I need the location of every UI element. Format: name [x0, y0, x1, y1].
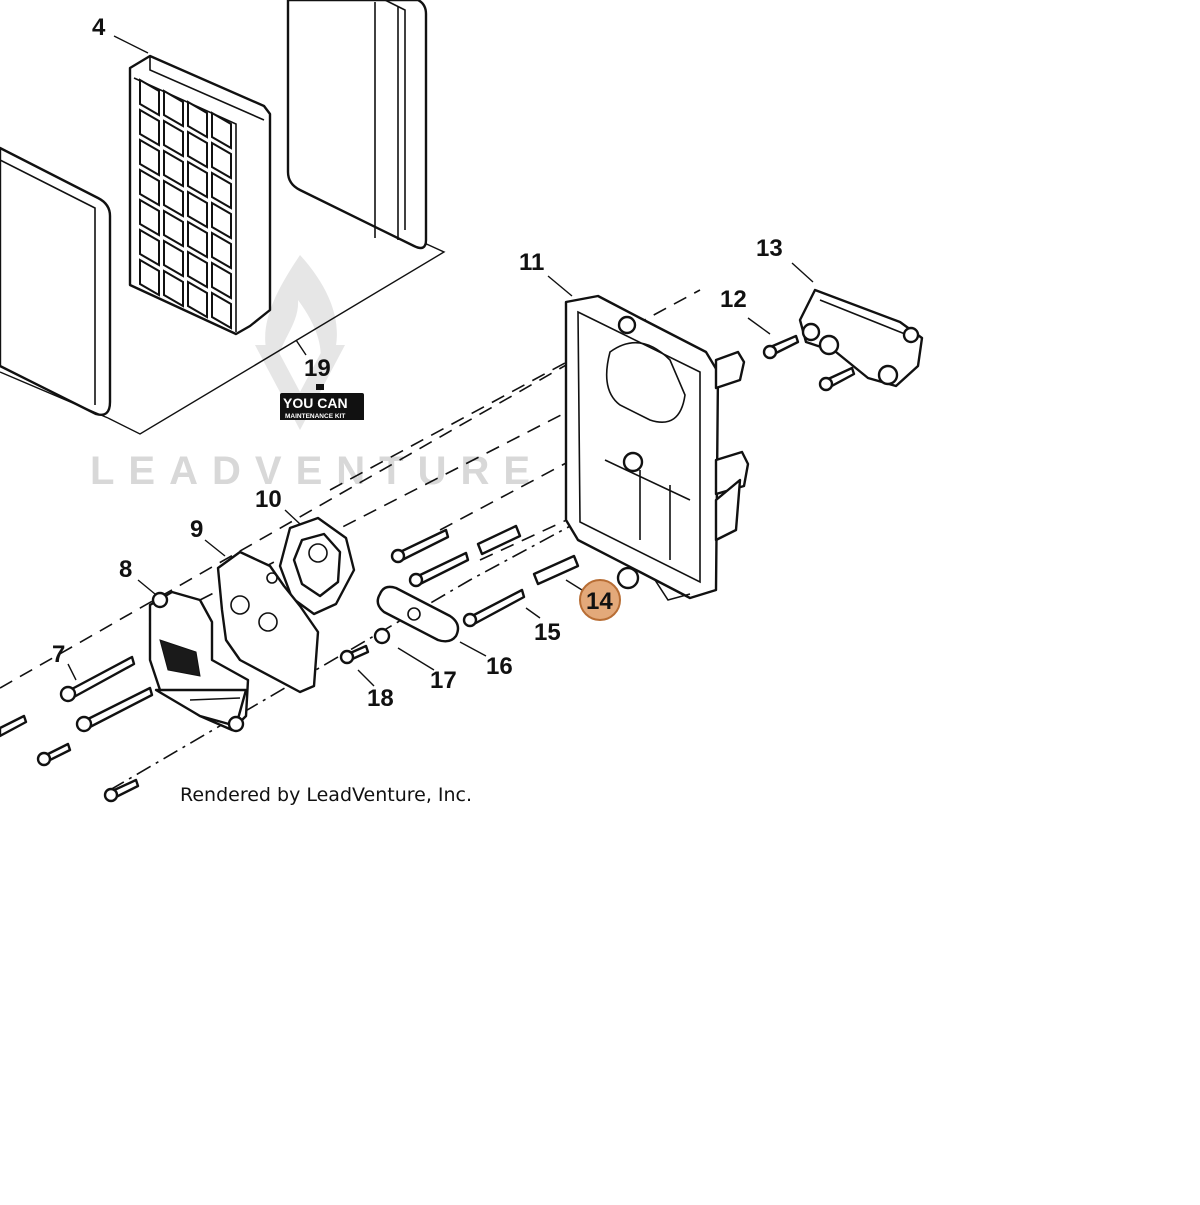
- callout-15: 15: [534, 619, 561, 646]
- filter-grid-cell: [187, 160, 208, 199]
- callout-16: 16: [486, 653, 513, 680]
- filter-grid-cell: [211, 201, 232, 240]
- filter-grid-cell: [211, 231, 232, 270]
- filter-grid-cell: [139, 138, 160, 177]
- screw-part-18: [339, 644, 370, 665]
- filter-grid-cell: [211, 291, 232, 330]
- filter-grid-cell: [163, 119, 184, 158]
- callout-17: 17: [430, 667, 457, 694]
- filter-assembly: [0, 0, 446, 435]
- callout-8: 8: [119, 556, 132, 583]
- gasket-part-9: [216, 550, 320, 694]
- filter-grid-cell: [211, 111, 232, 150]
- callout-9: 9: [190, 516, 203, 543]
- callout-4: 4: [92, 14, 106, 41]
- chevron-watermark-icon: [255, 345, 345, 430]
- long-bolts-part-7: [59, 655, 154, 733]
- kit-line-1: YOU CAN: [283, 395, 348, 411]
- filter-grid-cell: [163, 239, 184, 278]
- watermark-brand: LEADVENTURE: [90, 449, 544, 493]
- watermark: LEADVENTURE: [90, 255, 544, 493]
- bolts-part-15: [390, 528, 526, 628]
- filter-grid-cell: [139, 228, 160, 267]
- filter-grid-cell: [163, 89, 184, 128]
- callout-11: 11: [519, 249, 544, 276]
- filter-grid-cell: [139, 198, 160, 237]
- main-housing-part-11: [564, 294, 750, 601]
- paper-element: [286, 0, 428, 250]
- wrench-icon: [316, 384, 324, 390]
- filter-grid-cell: [163, 179, 184, 218]
- spacer-plate-part-16: [376, 585, 460, 643]
- filter-grid-cell: [187, 100, 208, 139]
- filter-grid-cell: [139, 168, 160, 207]
- filter-grid-cell: [211, 141, 232, 180]
- callout-7: 7: [52, 641, 65, 668]
- filter-grid-cell: [187, 280, 208, 319]
- callout-12: 12: [720, 286, 747, 313]
- callout-19: 19: [304, 355, 331, 382]
- highlighted-callout-14[interactable]: 14: [579, 579, 621, 621]
- filter-grid-cell: [163, 209, 184, 248]
- flame-watermark-icon: [265, 255, 337, 390]
- intake-elbow-part-13: [798, 288, 924, 388]
- filter-grid-cell: [187, 190, 208, 229]
- grid-housing-part-4: [128, 54, 272, 336]
- filter-grid-cell: [211, 261, 232, 300]
- sleeves-part-14: [476, 524, 580, 586]
- filter-grid-cell: [187, 250, 208, 289]
- leader-lines: [67, 35, 814, 687]
- callout-labels: 4 7 8 9 10 11 12 13 15 16 17 18 19: [52, 14, 783, 712]
- callout-18: 18: [367, 685, 394, 712]
- highlight-label: 14: [586, 588, 613, 615]
- gasket-part-10: [278, 516, 356, 616]
- short-screws-lower-left: [0, 714, 140, 803]
- render-credit: Rendered by LeadVenture, Inc.: [180, 784, 472, 806]
- callout-13: 13: [756, 235, 783, 262]
- screws-part-12: [762, 334, 856, 392]
- filter-grid: [139, 78, 232, 330]
- filter-grid-cell: [139, 78, 160, 117]
- kit-line-2: MAINTENANCE KIT: [285, 413, 345, 420]
- carburetor-part-8: [148, 590, 250, 733]
- callout-10: 10: [255, 486, 282, 513]
- maintenance-kit-badge: YOU CAN MAINTENANCE KIT: [280, 384, 364, 420]
- washer-part-17: [373, 627, 391, 645]
- filter-grid-cell: [187, 220, 208, 259]
- filter-grid-cell: [139, 258, 160, 297]
- filter-grid-cell: [163, 149, 184, 188]
- filter-grid-cell: [211, 171, 232, 210]
- filter-grid-cell: [187, 130, 208, 169]
- filter-grid-cell: [139, 108, 160, 147]
- filter-grid-cell: [163, 269, 184, 308]
